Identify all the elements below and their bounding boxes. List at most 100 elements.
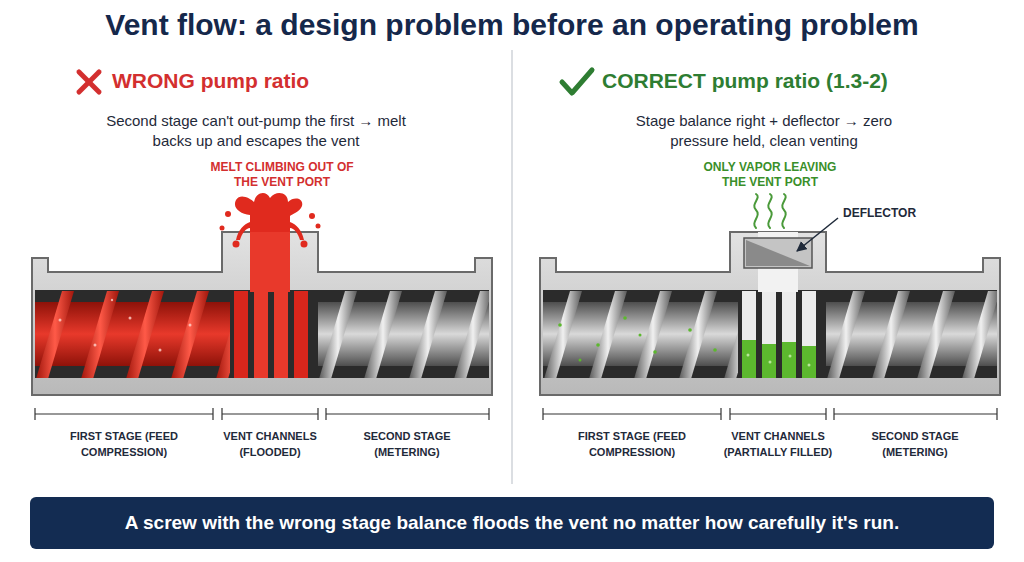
screw-first-stage-part [544,291,582,378]
screw-first-stage-part-part [129,317,132,320]
stage-brackets-part [35,413,213,414]
stage-brackets-part [221,408,222,420]
panel-description: Second stage can't out-pump the first → … [101,111,411,151]
screw-first-stage-part-part [59,319,62,322]
caption-text: A screw with the wrong stage balance flo… [37,511,987,535]
stage-brackets-part [212,408,213,420]
screw-first-stage-part [589,291,627,378]
vent-channels-flooded-part [274,291,288,378]
caption-band [30,497,994,549]
melt-overflow-part [220,226,225,231]
vent-channels-partial-part [802,291,816,378]
vapor-part [782,194,785,228]
screw-second-stage-part [917,291,955,378]
panel-heading: WRONG pump ratio [112,68,412,94]
vent-channels-partial-part-part [789,355,792,358]
stage-brackets-part [488,408,489,420]
vent-channels-flooded-part [234,291,248,378]
vapor-part [768,194,771,228]
screw-first-stage-part-part [558,323,562,327]
screw-first-stage-part-part [189,324,192,327]
callout-label: DEFLECTOR [843,206,953,221]
vent-channels-partial-part-part [769,361,772,364]
barrel-correct-part [543,290,997,378]
wrong-icon [79,72,99,92]
leader-line [797,218,838,251]
stage-brackets-part [720,408,721,420]
vapor-part [754,194,757,228]
vent-channels-flooded-part [254,291,268,378]
screw-second-stage-part [872,291,910,378]
screw-second-stage-part [319,291,357,378]
stage-brackets-part [833,408,834,420]
screw-second-stage [318,291,489,378]
screw-first-stage-part-part [688,328,692,332]
stage-brackets-part [825,408,826,420]
screw-first-stage-part-part [111,299,113,301]
panel-divider [511,50,513,484]
stage-brackets [35,408,997,420]
barrel-wrong-part [32,232,492,395]
screw-second-stage [826,291,997,378]
barrel-wrong [32,193,492,395]
deflector-part [746,240,810,266]
melt-overflow-part [301,241,308,248]
screw-second-stage-part [409,291,447,378]
screw-first-stage-part [558,316,717,361]
screw-first-stage-part [36,291,74,378]
stage-label: SECOND STAGE (METERING) [859,428,971,460]
screw-first-stage [543,291,738,378]
panel-description: Stage balance right + deflector → zero p… [619,111,909,151]
screw-first-stage-part-part [713,348,717,352]
melt-overflow-part [316,224,321,229]
melt-overflow-part [290,222,304,240]
melt-overflow [220,193,321,247]
wrong-icon-part [79,72,99,92]
screw-first-stage-part [216,291,230,378]
vapor [754,194,785,228]
screw-first-stage-part [634,291,672,378]
screw-second-stage-part [454,291,489,378]
screw-first-stage-part-part [623,316,627,320]
correct-icon-part [562,70,592,93]
screw-first-stage-part [81,291,119,378]
screw-first-stage-part-part [653,350,657,354]
screw-first-stage-part-part [639,334,642,337]
screw-first-stage-part [171,291,209,378]
vent-channels-partial [742,291,816,378]
melt-overflow-part [309,213,315,219]
deflector [744,238,812,268]
screw-first-stage-part-part [159,349,162,352]
stage-brackets-part [317,408,318,420]
panel-heading: CORRECT pump ratio (1.3-2) [602,68,942,94]
deflector-part [744,238,812,268]
screw-second-stage-part [364,291,402,378]
screw-first-stage-part-part [94,344,97,347]
callout-label: MELT CLIMBING OUT OF THE VENT PORT [207,160,357,190]
screw-first-stage-part-part [596,343,600,347]
stage-brackets-part [34,408,35,420]
vent-channels-partial-part [782,291,796,378]
melt-overflow-part [236,222,250,240]
stage-label: SECOND STAGE (METERING) [351,428,463,460]
vent-channels-partial-part [762,344,776,378]
screw-second-stage-part [827,291,865,378]
vent-channels-partial-part [762,291,776,378]
screw-first-stage-part [59,299,192,352]
stage-label: VENT CHANNELS (PARTIALLY FILLED) [712,428,844,460]
vent-channels-flooded-part [294,291,308,378]
melt-overflow-part [225,211,231,217]
stage-brackets-part [543,413,721,414]
diagram-title: Vent flow: a design problem before an op… [7,6,1017,44]
wrong-icon-part [79,72,99,92]
screw-second-stage-part [962,291,997,378]
barrel-correct [540,194,1000,395]
stage-brackets-part [542,408,543,420]
vent-channels-partial-part [782,342,796,378]
stage-brackets-part [729,408,730,420]
stage-label: VENT CHANNELS (FLOODED) [215,428,325,460]
melt-in-port [250,232,290,292]
stage-label: FIRST STAGE (FEED COMPRESSION) [562,428,702,460]
stage-brackets-part [222,413,318,414]
